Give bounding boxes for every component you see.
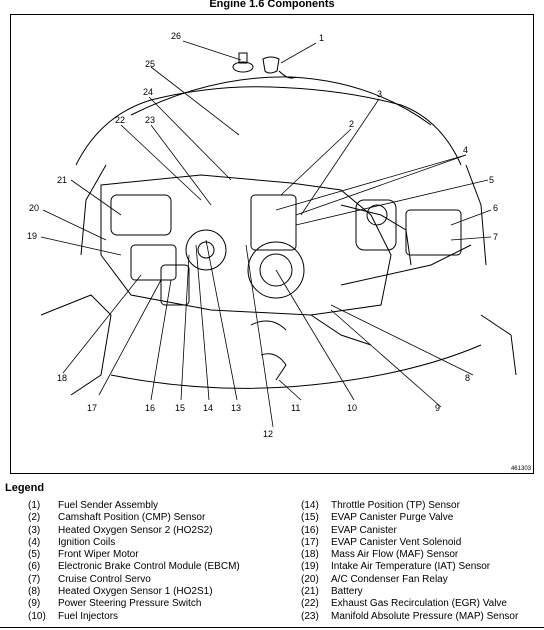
legend-item: (16) EVAP Canister bbox=[301, 525, 518, 537]
legend-item: (15) EVAP Canister Purge Valve bbox=[301, 512, 518, 524]
legend-label: Mass Air Flow (MAF) Sensor bbox=[331, 549, 459, 561]
callout-26: 26 bbox=[171, 31, 181, 41]
engine-diagram: 1 2 3 4 5 6 7 8 9 10 11 12 13 14 15 16 1… bbox=[10, 14, 534, 474]
legend-item: (9) Power Steering Pressure Switch bbox=[28, 598, 240, 610]
callout-6: 6 bbox=[493, 203, 498, 213]
legend-num: (7) bbox=[28, 573, 41, 585]
legend-item: (8) Heated Oxygen Sensor 1 (HO2S1) bbox=[28, 586, 240, 598]
callout-17: 17 bbox=[87, 403, 97, 413]
legend-label: Manifold Absolute Pressure (MAP) Sensor bbox=[331, 610, 519, 622]
legend-label: Ignition Coils bbox=[58, 536, 116, 548]
page-title: Engine 1.6 Components bbox=[209, 0, 335, 10]
callout-11: 11 bbox=[291, 403, 300, 413]
legend-item: (2) Camshaft Position (CMP) Sensor bbox=[28, 512, 240, 524]
legend-label: Electronic Brake Control Module (EBCM) bbox=[58, 561, 240, 573]
legend-label: Heated Oxygen Sensor 1 (HO2S1) bbox=[58, 586, 213, 598]
callout-14: 14 bbox=[203, 403, 213, 413]
legend-label: EVAP Canister Vent Solenoid bbox=[331, 536, 462, 548]
legend-num: (8) bbox=[28, 586, 41, 598]
callout-5: 5 bbox=[489, 175, 494, 185]
legend-title: Legend bbox=[5, 482, 45, 494]
figure-id: 461303 bbox=[510, 466, 531, 472]
legend-label: Camshaft Position (CMP) Sensor bbox=[58, 512, 206, 524]
legend-num: (21) bbox=[301, 586, 319, 598]
legend-item: (7) Cruise Control Servo bbox=[28, 574, 240, 586]
engine-block-sketch bbox=[40, 174, 517, 396]
fuel-sender-sketch bbox=[232, 52, 297, 79]
callout-22: 22 bbox=[115, 115, 125, 125]
legend-item: (22) Exhaust Gas Recirculation (EGR) Valv… bbox=[301, 598, 518, 610]
legend-label: Front Wiper Motor bbox=[58, 549, 139, 561]
legend-item: (1) Fuel Sender Assembly bbox=[28, 500, 240, 512]
legend-label: Power Steering Pressure Switch bbox=[58, 598, 202, 610]
legend-label: Fuel Sender Assembly bbox=[58, 500, 159, 511]
legend-num: (17) bbox=[301, 536, 319, 548]
legend-num: (4) bbox=[28, 536, 41, 548]
callout-2: 2 bbox=[349, 119, 354, 129]
callout-21: 21 bbox=[57, 175, 67, 185]
legend-item: (10) Fuel Injectors bbox=[28, 611, 240, 623]
legend-num: (19) bbox=[301, 561, 319, 573]
legend-num: (10) bbox=[28, 610, 46, 622]
callout-25: 25 bbox=[145, 59, 155, 69]
legend-item: (3) Heated Oxygen Sensor 2 (HO2S2) bbox=[28, 525, 240, 537]
legend-num: (3) bbox=[28, 524, 41, 536]
legend-item: (5) Front Wiper Motor bbox=[28, 549, 240, 561]
legend-item: (20) A/C Condenser Fan Relay bbox=[301, 574, 518, 586]
callout-15: 15 bbox=[175, 403, 185, 413]
legend-item: (21) Battery bbox=[301, 586, 518, 598]
legend-num: (6) bbox=[28, 561, 41, 573]
legend-column-right: (14) Throttle Position (TP) Sensor (15) EV… bbox=[301, 500, 518, 623]
callout-13: 13 bbox=[231, 403, 241, 413]
legend-label: Exhaust Gas Recirculation (EGR) Valve bbox=[331, 598, 507, 610]
legend-num: (1) bbox=[28, 500, 41, 511]
legend-item: (19) Intake Air Temperature (IAT) Sensor bbox=[301, 561, 518, 573]
legend-num: (18) bbox=[301, 549, 319, 561]
callout-4: 4 bbox=[463, 145, 468, 155]
callout-12: 12 bbox=[263, 429, 273, 439]
callout-numbers: 1 2 3 4 5 6 7 8 9 10 11 12 13 14 15 16 1… bbox=[27, 31, 498, 439]
leader-lines bbox=[40, 40, 492, 428]
callout-24: 24 bbox=[143, 87, 153, 97]
callout-8: 8 bbox=[465, 373, 470, 383]
legend-item: (4) Ignition Coils bbox=[28, 537, 240, 549]
legend-item: (23) Manifold Absolute Pressure (MAP) Sen… bbox=[301, 611, 518, 623]
legend-label: EVAP Canister Purge Valve bbox=[331, 512, 454, 524]
callout-9: 9 bbox=[435, 403, 440, 413]
legend-num: (9) bbox=[28, 598, 41, 610]
legend-num: (23) bbox=[301, 610, 319, 622]
legend-label: Battery bbox=[331, 586, 363, 598]
legend-num: (22) bbox=[301, 598, 319, 610]
legend-item: (14) Throttle Position (TP) Sensor bbox=[301, 500, 518, 512]
legend-label: Intake Air Temperature (IAT) Sensor bbox=[331, 561, 491, 573]
callout-23: 23 bbox=[145, 115, 155, 125]
legend-label: Cruise Control Servo bbox=[58, 573, 151, 585]
callout-7: 7 bbox=[493, 232, 498, 242]
legend-column-left: (1) Fuel Sender Assembly (2) Camshaft Posi… bbox=[28, 500, 240, 623]
callout-16: 16 bbox=[145, 403, 155, 413]
callout-1: 1 bbox=[319, 33, 324, 43]
legend-num: (20) bbox=[301, 573, 319, 585]
callout-20: 20 bbox=[29, 203, 39, 213]
legend-item: (6) Electronic Brake Control Module (EBCM… bbox=[28, 561, 240, 573]
legend-label: EVAP Canister bbox=[331, 524, 397, 536]
legend-item: (17) EVAP Canister Vent Solenoid bbox=[301, 537, 518, 549]
legend-label: Heated Oxygen Sensor 2 (HO2S2) bbox=[58, 524, 213, 536]
legend-num: (15) bbox=[301, 512, 319, 524]
callout-3: 3 bbox=[377, 89, 382, 99]
legend-num: (5) bbox=[28, 549, 41, 561]
callout-10: 10 bbox=[347, 403, 357, 413]
engine-drawing: 1 2 3 4 5 6 7 8 9 10 11 12 13 14 15 16 1… bbox=[27, 31, 517, 439]
hood-outline bbox=[75, 76, 487, 266]
legend-label: A/C Condenser Fan Relay bbox=[331, 573, 448, 585]
legend-label: Fuel Injectors bbox=[58, 610, 119, 622]
legend-num: (14) bbox=[301, 500, 319, 511]
callout-18: 18 bbox=[57, 373, 67, 383]
bottom-divider bbox=[0, 627, 544, 628]
legend-label: Throttle Position (TP) Sensor bbox=[331, 500, 460, 511]
callout-19: 19 bbox=[27, 231, 37, 241]
legend-item: (18) Mass Air Flow (MAF) Sensor bbox=[301, 549, 518, 561]
legend-num: (16) bbox=[301, 524, 319, 536]
legend-num: (2) bbox=[28, 512, 41, 524]
